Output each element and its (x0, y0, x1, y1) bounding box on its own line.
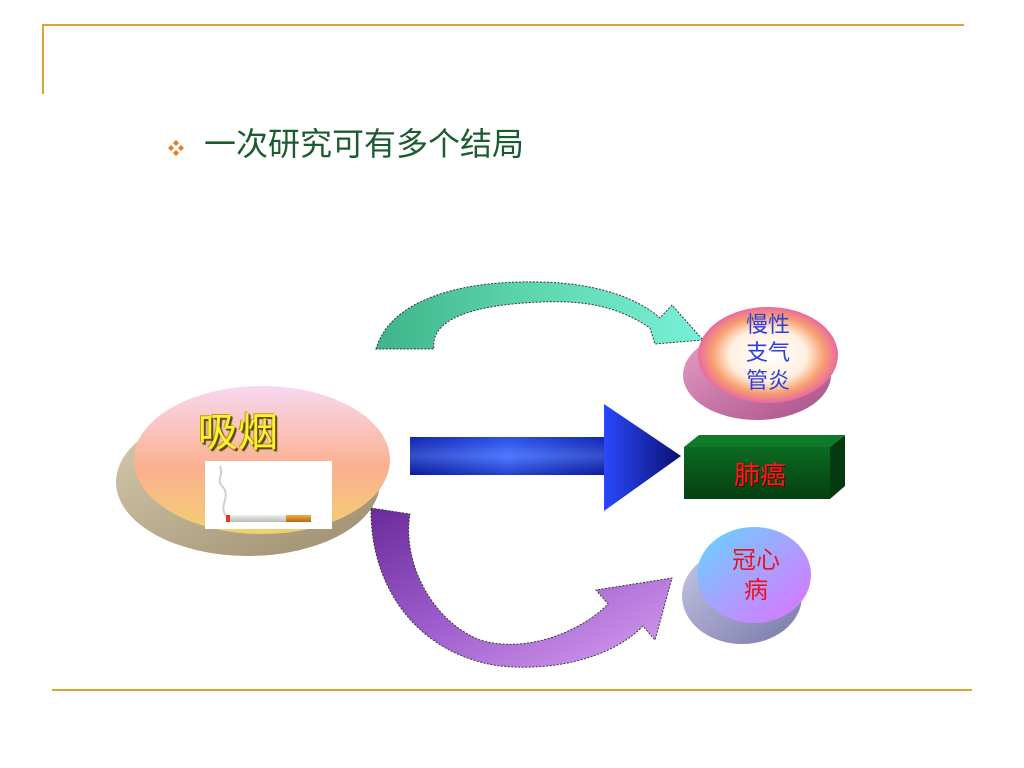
bronchitis-disc (683, 307, 838, 420)
bottom-rule (52, 689, 972, 691)
arrow-to-bronchitis (375, 281, 705, 350)
chd-disc (682, 527, 811, 644)
smoking-label: 吸烟 (198, 410, 278, 456)
arrow-to-lung-cancer (410, 404, 681, 511)
lung-cancer-box (684, 435, 845, 499)
diamond-bullet-icon (168, 140, 184, 156)
cigarette-icon (205, 461, 332, 529)
bronchitis-label: 慢性支气管炎 (745, 313, 790, 394)
left-rule (42, 24, 44, 94)
arrow-to-chd (370, 507, 673, 668)
top-rule (42, 24, 964, 26)
chd-label: 冠心病 (732, 546, 780, 604)
lung-cancer-label: 肺癌 (733, 461, 786, 491)
bullet-text: 一次研究可有多个结局 (204, 125, 525, 163)
